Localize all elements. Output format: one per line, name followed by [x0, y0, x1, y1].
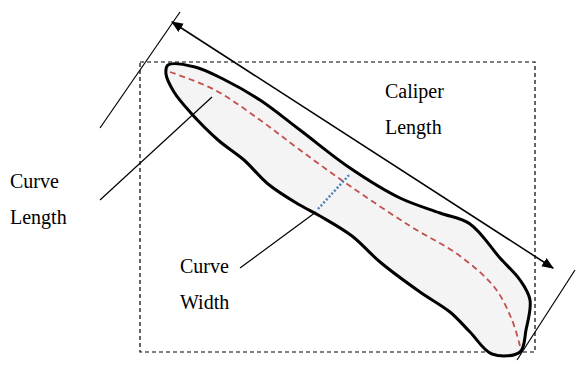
leader-line: [240, 212, 316, 268]
width-line: [318, 174, 350, 209]
caliper-arrow: [172, 22, 553, 268]
tangent-line: [100, 12, 180, 128]
dimension-label: Caliper Length: [385, 73, 444, 145]
dimension-label: Curve Width: [180, 248, 229, 320]
dimension-label: Curve Length: [10, 163, 67, 235]
tangent-line: [517, 270, 575, 360]
leader-line: [100, 97, 212, 200]
centerline: [170, 72, 520, 346]
shape-outline: [166, 64, 531, 356]
